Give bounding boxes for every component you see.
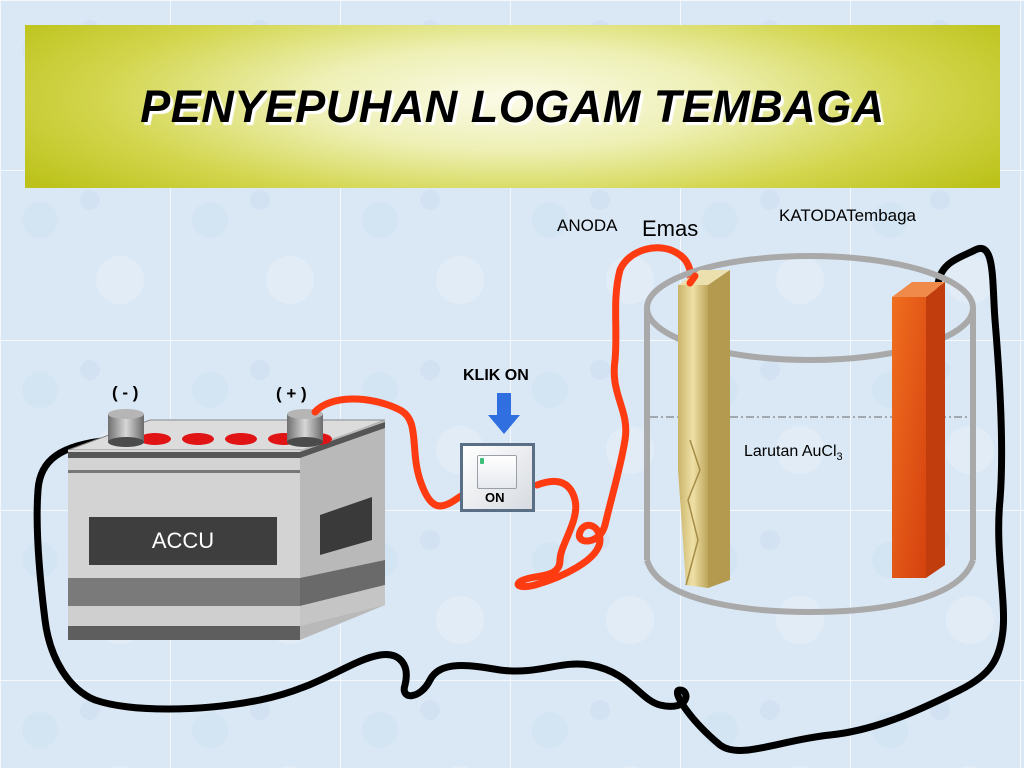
negative-terminal-label: ( - ) (112, 383, 139, 402)
positive-wire-to-anode (514, 244, 695, 591)
battery-side-panel (320, 497, 372, 555)
cathode-material: Tembaga (846, 206, 917, 225)
page-title: PENYEPUHAN LOGAM TEMBAGA (140, 80, 885, 132)
switch-state-label: ON (485, 490, 505, 505)
power-switch[interactable]: ON (460, 443, 535, 512)
battery (67, 409, 386, 640)
anode-label: ANODA (557, 216, 618, 235)
title-banner: PENYEPUHAN LOGAM TEMBAGA (25, 25, 1000, 188)
negative-wire (33, 245, 1007, 754)
beaker (644, 253, 976, 616)
cell-cap (225, 433, 257, 445)
battery-label-plate: ACCU (89, 517, 277, 565)
solution-label-prefix: Larutan AuCl (744, 443, 837, 460)
copper-cathode (892, 282, 945, 578)
cathode-label: KATODA (779, 206, 847, 225)
positive-terminal (287, 409, 323, 447)
down-arrow-icon (488, 393, 520, 434)
switch-instruction: KLIK ON (463, 367, 529, 384)
cell-cap (182, 433, 214, 445)
cell-cap (139, 433, 171, 445)
cathode-heading: KATODATembaga (779, 206, 916, 226)
indicator-light-icon (480, 458, 484, 464)
positive-terminal-label: ( + ) (276, 384, 307, 403)
battery-label: ACCU (151, 528, 215, 553)
solution-label-subscript: 3 (836, 451, 843, 464)
solution-label: Larutan AuCl3 (744, 443, 843, 463)
gold-anode (678, 270, 730, 588)
negative-terminal (108, 409, 144, 447)
anode-material: Emas (642, 216, 699, 241)
